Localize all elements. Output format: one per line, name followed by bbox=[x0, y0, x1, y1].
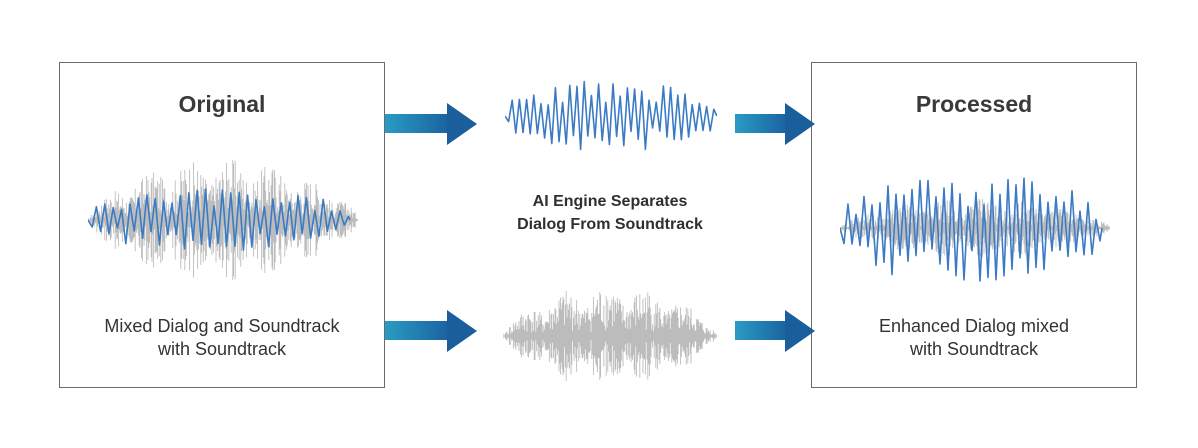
arrow-right-icon bbox=[385, 103, 477, 145]
dialog-wave-trace bbox=[88, 188, 351, 251]
original-caption-line1: Mixed Dialog and Soundtrack bbox=[104, 316, 340, 336]
ai-engine-label-line2: Dialog From Soundtrack bbox=[517, 216, 703, 233]
processed-caption: Enhanced Dialog mixed with Soundtrack bbox=[812, 315, 1136, 361]
processed-caption-line2: with Soundtrack bbox=[909, 339, 1039, 359]
soundtrack-wave-trace bbox=[503, 291, 717, 381]
original-title: Original bbox=[178, 91, 266, 117]
original-caption-line2: with Soundtrack bbox=[157, 339, 287, 359]
original-caption: Mixed Dialog and Soundtrack with Soundtr… bbox=[60, 315, 384, 361]
arrow-right-icon bbox=[735, 103, 815, 145]
original-panel: Original Mixed Dialog and Soundtrack wit… bbox=[59, 62, 385, 388]
soundtrack-waveform bbox=[503, 291, 717, 381]
dialog-wave-trace bbox=[840, 177, 1103, 282]
processed-mixed-waveform bbox=[840, 177, 1110, 282]
dialog-waveform bbox=[505, 80, 717, 151]
original-mixed-waveform bbox=[88, 160, 358, 280]
ai-engine-label-line1: AI Engine Separates bbox=[532, 193, 688, 210]
processed-panel: Processed Enhanced Dialog mixed with Sou… bbox=[811, 62, 1137, 388]
ai-engine-label: AI Engine Separates Dialog From Soundtra… bbox=[460, 190, 760, 236]
arrow-right-icon bbox=[735, 310, 815, 352]
processed-caption-line1: Enhanced Dialog mixed bbox=[878, 316, 1070, 336]
dialog-wave-trace bbox=[505, 80, 717, 151]
processed-title: Processed bbox=[915, 91, 1033, 117]
arrow-right-icon bbox=[385, 310, 477, 352]
